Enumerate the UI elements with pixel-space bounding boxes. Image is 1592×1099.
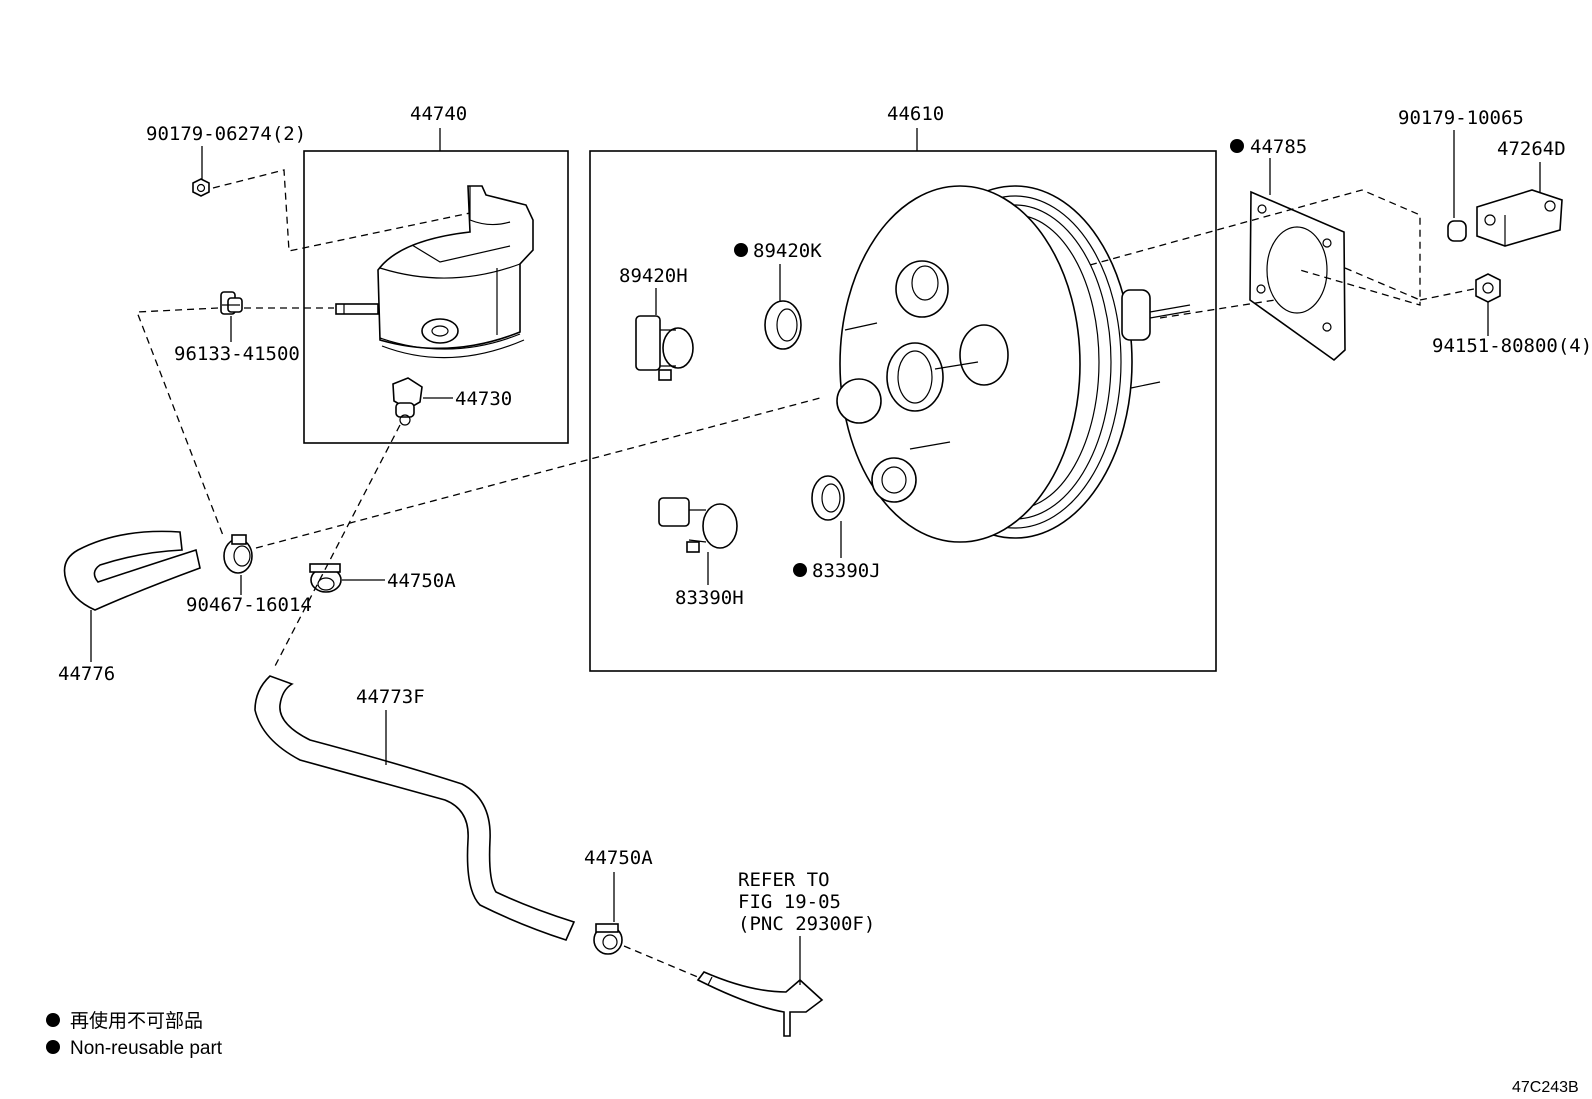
booster-group-box bbox=[589, 150, 1217, 672]
legend-marker-en bbox=[46, 1040, 60, 1054]
label-47264D: 47264D bbox=[1497, 138, 1566, 160]
label-94151-80800: 94151-80800(4) bbox=[1432, 335, 1592, 357]
label-90467-16014: 90467-16014 bbox=[186, 594, 312, 616]
gasket-44785 bbox=[1249, 190, 1346, 362]
legend-jp: 再使用不可部品 bbox=[70, 1010, 203, 1032]
sensor-83390H bbox=[658, 497, 738, 553]
label-44785: 44785 bbox=[1250, 136, 1307, 158]
clevis-47264D bbox=[1476, 189, 1563, 247]
vacuum-pipe-connector bbox=[696, 971, 824, 1037]
seal-89420K bbox=[764, 300, 802, 350]
seal-83390J bbox=[811, 475, 845, 521]
non-reusable-marker-44785 bbox=[1230, 139, 1244, 153]
label-89420H: 89420H bbox=[619, 265, 688, 287]
reservoir-group-box bbox=[303, 150, 569, 444]
nut-94151-80800 bbox=[1475, 273, 1501, 303]
label-44730: 44730 bbox=[455, 388, 512, 410]
hose-44776 bbox=[63, 530, 201, 611]
label-44773F: 44773F bbox=[356, 686, 425, 708]
refer-note-line3: (PNC 29300F) bbox=[738, 913, 875, 935]
label-90179-10065: 90179-10065 bbox=[1398, 107, 1524, 129]
hose-44773F bbox=[254, 675, 576, 941]
label-83390J: 83390J bbox=[812, 560, 881, 582]
label-96133-41500: 96133-41500 bbox=[174, 343, 300, 365]
label-44740: 44740 bbox=[410, 103, 467, 125]
label-83390H: 83390H bbox=[675, 587, 744, 609]
nut-90179-06274 bbox=[192, 178, 210, 197]
sensor-44730 bbox=[392, 377, 423, 426]
legend-en: Non-reusable part bbox=[70, 1038, 223, 1059]
clamp-44750A-upper bbox=[309, 563, 342, 593]
label-44610: 44610 bbox=[887, 103, 944, 125]
nut-90179-10065 bbox=[1447, 220, 1467, 242]
non-reusable-marker-89420K bbox=[734, 243, 748, 257]
label-44776: 44776 bbox=[58, 663, 115, 685]
label-90179-06274: 90179-06274(2) bbox=[146, 123, 306, 145]
sensor-89420H bbox=[635, 315, 694, 381]
label-44750A-lower: 44750A bbox=[584, 847, 653, 869]
non-reusable-marker-83390J bbox=[793, 563, 807, 577]
refer-note-line1: REFER TO bbox=[738, 869, 830, 891]
label-44750A-upper: 44750A bbox=[387, 570, 456, 592]
clamp-90467-16014 bbox=[223, 534, 253, 574]
refer-note-line2: FIG 19-05 bbox=[738, 891, 841, 913]
clamp-44750A-lower bbox=[593, 923, 623, 955]
reservoir-tank-44740 bbox=[335, 185, 534, 359]
brake-booster-44610 bbox=[836, 185, 1191, 543]
clip-96133-41500 bbox=[220, 291, 243, 315]
legend-marker-jp bbox=[46, 1013, 60, 1027]
label-89420K: 89420K bbox=[753, 240, 822, 262]
figure-code: 47C243B bbox=[1512, 1079, 1579, 1096]
